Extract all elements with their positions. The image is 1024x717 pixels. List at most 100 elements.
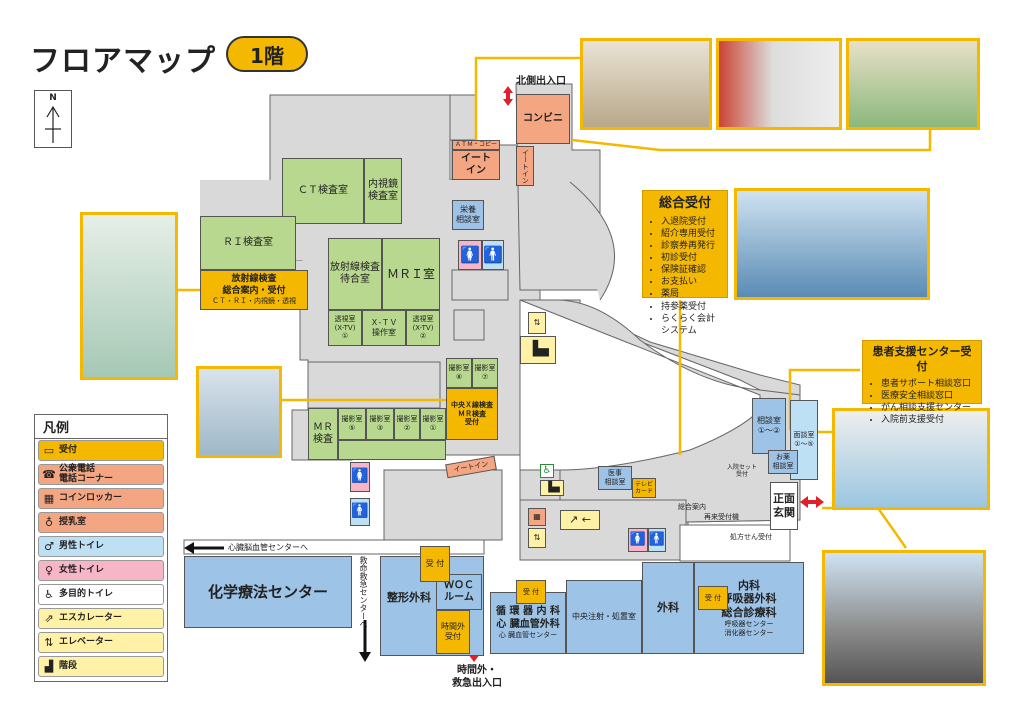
legend-item-label: 階段 <box>59 660 78 671</box>
legend-item-label: 男性トイレ <box>59 540 105 551</box>
callout-item: 患者サポート相談窓口 <box>881 378 975 390</box>
ortho-reception: 受 付 <box>420 546 450 582</box>
photo-radiology <box>80 212 178 380</box>
female-toilet-icon: 🚺 <box>460 245 480 264</box>
cardio-label: 循 環 器 内 科 心 臓血管外科 <box>496 606 560 630</box>
main-entrance-arrow-icon <box>800 496 824 508</box>
elevator-lobby: ⇅ <box>528 528 546 548</box>
rad-reception-label: 放射線検査 総合案内・受付 <box>222 274 286 296</box>
stroke-center-arrow-icon <box>184 542 224 554</box>
legend-item: ▦ コインロッカー <box>38 488 164 509</box>
xtv-operation-room: Ｘ-ＴＶ 操作室 <box>362 310 406 346</box>
ri-room: ＲＩ検査室 <box>200 216 296 270</box>
general-reception-title: 総合受付 <box>658 196 711 211</box>
legend-item: ⇅エレベーター <box>38 632 164 653</box>
legend-item-label: エレベーター <box>59 636 114 647</box>
general-reception-callout: 総合受付 入退院受付紹介専用受付診察券再発行初診受付保険証確認お支払い薬局持参薬… <box>642 190 728 336</box>
medical-affairs-room: 医事 相談室 <box>598 466 632 490</box>
elevator-north: ⇅ <box>528 312 546 334</box>
female-toilet-icon: 🚺 <box>629 531 647 547</box>
north-arrow-icon <box>45 105 61 143</box>
elevator-icon: ⇅ <box>533 318 541 327</box>
endoscopy-room: 内視鏡 検査室 <box>364 158 402 224</box>
mri-room: ＭＲＩ室 <box>382 238 440 310</box>
escalator-lobby: ↗ ← <box>560 510 600 530</box>
escalator-icon: ⇗ <box>44 612 54 625</box>
xray-room-5: 撮影室 ⑤ <box>338 408 366 440</box>
male-toilet-north: 🚹 <box>482 240 504 270</box>
legend-item: ▭受付 <box>38 440 164 461</box>
photo-general-reception <box>734 188 930 300</box>
callout-item: 保険証確認 <box>661 264 721 276</box>
ortho-label: 整形外科 <box>387 591 431 605</box>
baby-bottle-icon: ♁ <box>44 516 54 529</box>
female-toilet-icon: ♀ <box>44 564 54 577</box>
reception-desk-icon: ▭ <box>43 444 55 457</box>
photo-atm <box>716 38 842 130</box>
female-toilet-lobby: 🚺 <box>628 528 648 552</box>
legend-item: ☎公衆電話 電話コーナー <box>38 464 164 485</box>
stroke-center-label: 心臓脳血管センターへ <box>228 543 308 552</box>
escalator-icon: ↗ ← <box>569 513 591 527</box>
konbini-line <box>571 128 932 152</box>
surgery-area: 外科 <box>642 562 694 654</box>
elevator-icon: ⇅ <box>533 533 541 542</box>
accessible-toilet-lobby: ♿ <box>540 464 554 478</box>
callout-item: 診察券再発行 <box>661 240 721 252</box>
callout-item: 紹介専用受付 <box>661 228 721 240</box>
support-center-list: 患者サポート相談窓口医療安全相談窓口がん相談支援センター入院前支援受付 <box>869 378 975 427</box>
legend-item: ⇗エスカレーター <box>38 608 164 629</box>
rad-reception-sub: ＣＴ・ＲＩ・内視鏡・透視 <box>212 296 296 305</box>
admission-set: 入院セット 受付 <box>726 463 757 479</box>
callout-item: 持参薬受付 <box>661 301 721 313</box>
photo-xray-reception <box>196 366 282 458</box>
resp-center-label: 呼吸器センター 消化器センター <box>724 619 774 637</box>
locker-icon: ▦ <box>43 492 55 505</box>
callout-item: らくらく会計システム <box>661 313 721 337</box>
atm-copy: ＡＴＭ・コピー <box>452 140 500 150</box>
meeting-room: お薬 相談室 <box>768 450 798 474</box>
surgery-reception: 受 付 <box>698 586 728 610</box>
main-entrance: 正面 玄関 <box>770 482 798 530</box>
floor-badge: 1階 <box>226 36 308 72</box>
prescription-label: 処方せん受付 <box>730 533 772 541</box>
xray-room-3: 撮影室 ③ <box>366 408 394 440</box>
stairs-icon: ▐▄ <box>527 341 549 358</box>
north-exit-label: 北側出入口 <box>516 76 566 87</box>
consult-rooms: 相談室 ①～② <box>752 398 786 454</box>
compass: N <box>34 90 72 148</box>
heart-center-label: 心 臓血管センター <box>498 631 558 640</box>
legend-item: ♀女性トイレ <box>38 560 164 581</box>
locker-icon: ▦ <box>533 512 541 521</box>
female-toilet-icon: 🚺 <box>351 468 369 485</box>
central-injection: 中央注射・処置室 <box>566 580 642 654</box>
konbini-store: コンビニ <box>516 94 570 144</box>
legend-title: 凡例 <box>35 415 167 439</box>
callout-item: 薬局 <box>661 288 721 300</box>
male-toilet-lobby: 🚹 <box>648 528 666 552</box>
stairs-icon: ▐▄ <box>544 481 560 493</box>
phone-icon: ☎ <box>42 468 56 481</box>
support-center-callout: 患者支援センター受付 患者サポート相談窓口医療安全相談窓口がん相談支援センター入… <box>862 340 982 425</box>
xray-room-8: 撮影室 ⑧ <box>446 358 472 388</box>
xray-room-7: 撮影室 ⑦ <box>472 358 498 388</box>
legend-item-label: コインロッカー <box>59 492 123 503</box>
callout-item: 初診受付 <box>661 252 721 264</box>
general-reception-list: 入退院受付紹介専用受付診察券再発行初診受付保険証確認お支払い薬局持参薬受付らくら… <box>649 216 721 337</box>
fluoro-room-1: 透視室 (X-TV) ① <box>328 310 362 346</box>
entrance-line <box>822 506 908 549</box>
page-title: フロアマップ <box>30 44 216 79</box>
mr-exam-room: ＭＲ 検査 <box>308 408 338 460</box>
legend-item: ♿多目的トイレ <box>38 584 164 605</box>
callout-item: がん相談支援センター <box>881 402 975 414</box>
eat-in-vertical: イートイン <box>516 146 534 186</box>
north-exit-line <box>474 56 580 140</box>
callout-item: 入院前支援受付 <box>881 414 975 426</box>
general-info-label: 総合案内 <box>678 503 706 511</box>
callout-item: 医療安全相談窓口 <box>881 390 975 402</box>
male-toilet-west: 🚹 <box>350 498 370 526</box>
north-exit-arrow-icon <box>503 86 513 106</box>
photo-eat-in <box>580 38 712 130</box>
legend-item-label: 多目的トイレ <box>59 588 114 599</box>
revisit-machine-label: 再来受付機 <box>704 513 739 521</box>
